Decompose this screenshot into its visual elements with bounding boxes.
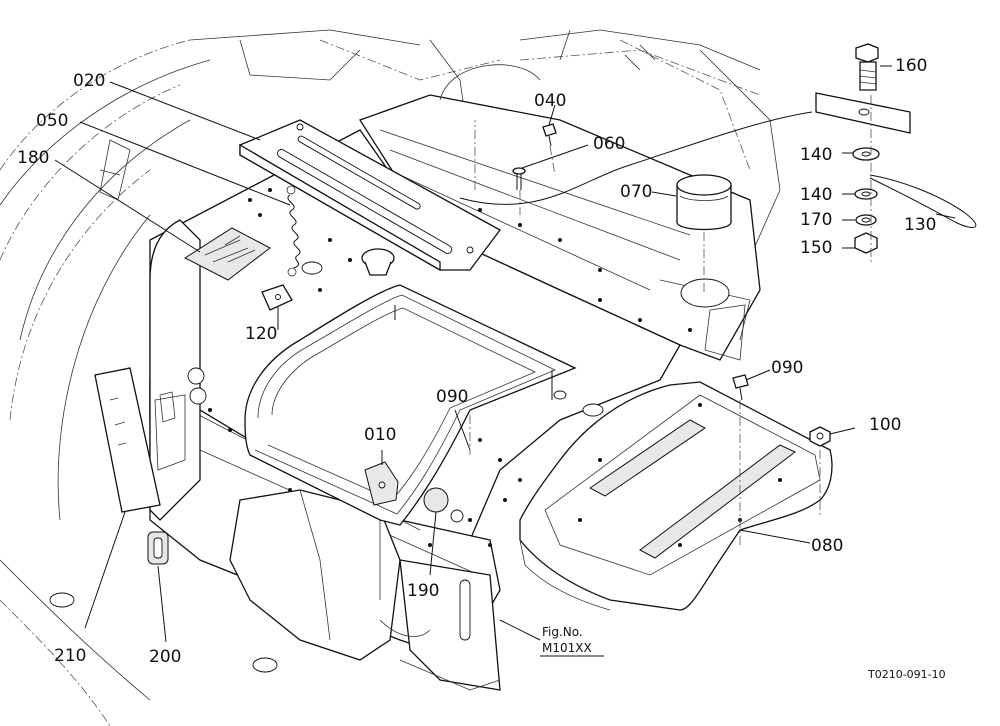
part-050-pin bbox=[512, 167, 526, 190]
callout-170: 170 bbox=[800, 210, 832, 230]
diagram-code: T0210-091-10 bbox=[867, 668, 946, 681]
floor-knob bbox=[361, 248, 395, 276]
part-120-bracket bbox=[261, 284, 293, 311]
part-210-cover bbox=[94, 367, 176, 513]
part-190-plug bbox=[423, 487, 464, 523]
part-020-plate bbox=[239, 119, 501, 272]
mounting-plate bbox=[815, 92, 911, 134]
part-040-spring bbox=[286, 185, 301, 277]
callout-130: 130 bbox=[904, 215, 936, 235]
part-130-wire bbox=[869, 174, 977, 228]
callout-090: 090 bbox=[771, 358, 803, 378]
part-200-grommet bbox=[147, 531, 169, 565]
callout-120: 120 bbox=[245, 324, 277, 344]
callout-200: 200 bbox=[149, 647, 181, 667]
callout-180: 180 bbox=[17, 148, 49, 168]
part-060-cup bbox=[676, 174, 732, 231]
lower-console bbox=[229, 489, 501, 691]
callout-080: 090 bbox=[436, 387, 468, 407]
part-090-bolt bbox=[732, 374, 749, 401]
callout-010: 010 bbox=[364, 425, 396, 445]
callout-190: 190 bbox=[407, 581, 439, 601]
figure-reference: Fig.No. M101XX bbox=[540, 625, 604, 657]
part-080-seal-frame bbox=[244, 284, 577, 526]
callout-labels: 020 050 180 120 040 060 070 160 140 140 … bbox=[17, 56, 936, 667]
callout-100: 100 bbox=[869, 415, 901, 435]
callout-070: 080 bbox=[811, 536, 843, 556]
part-140-washer-a bbox=[852, 147, 880, 161]
part-140-washer-b bbox=[854, 188, 878, 200]
part-070-plate bbox=[519, 381, 833, 611]
part-100-nut bbox=[809, 426, 831, 447]
callout-140-b: 140 bbox=[800, 185, 832, 205]
part-180-pad bbox=[183, 227, 271, 281]
rear-frame bbox=[359, 64, 761, 361]
callout-060: 070 bbox=[620, 182, 652, 202]
part-160-bolt bbox=[855, 43, 879, 91]
leader-lines bbox=[54, 65, 956, 643]
callout-040: 050 bbox=[36, 111, 68, 131]
callout-050: 060 bbox=[593, 134, 625, 154]
part-150-nut bbox=[854, 232, 878, 254]
callout-210: 210 bbox=[54, 646, 86, 666]
callout-150: 150 bbox=[800, 238, 832, 258]
part-170-washer bbox=[855, 214, 877, 226]
part-030-bolt bbox=[542, 123, 557, 147]
callout-030: 040 bbox=[534, 91, 566, 111]
callout-160: 160 bbox=[895, 56, 927, 76]
callout-020: 020 bbox=[73, 71, 105, 91]
fig-no-label: Fig.No. bbox=[542, 625, 583, 639]
fig-no-number: M101XX bbox=[542, 641, 592, 655]
callout-140-a: 140 bbox=[800, 145, 832, 165]
